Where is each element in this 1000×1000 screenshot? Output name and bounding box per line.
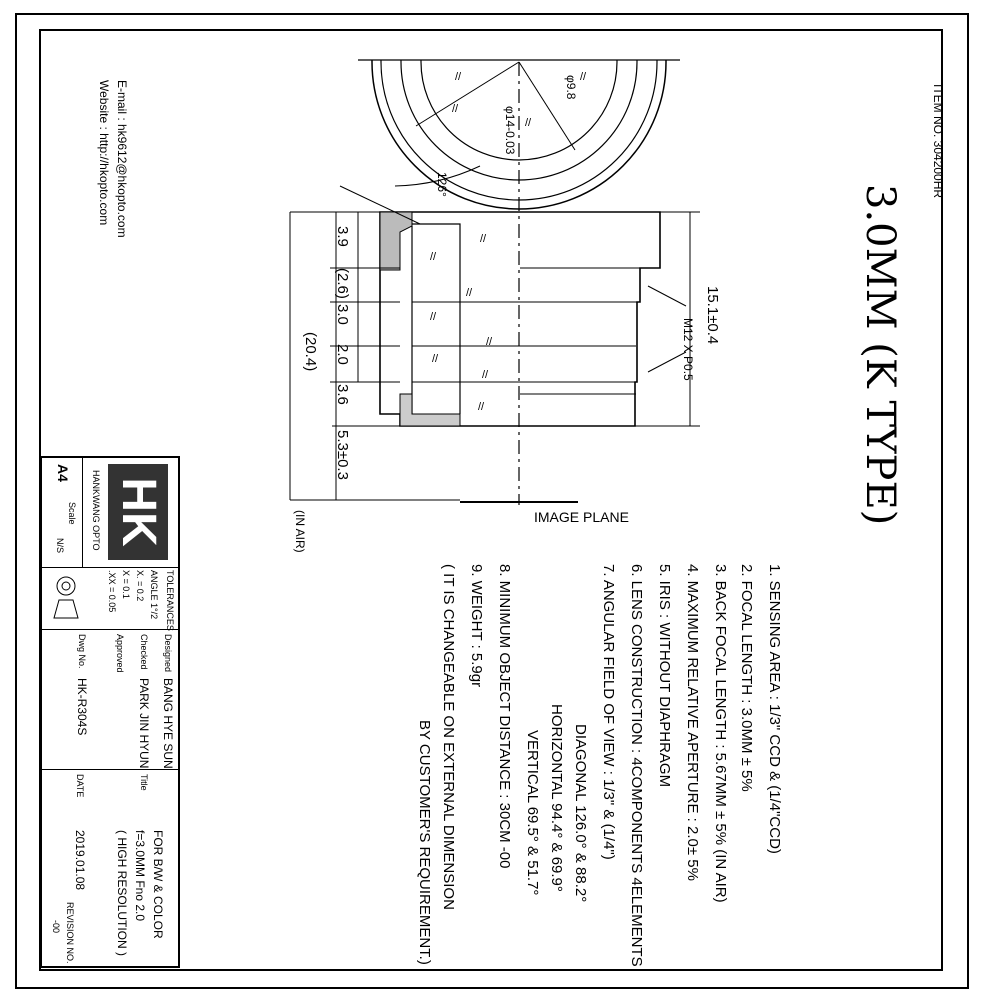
- designed-value: BANG HYE SUN: [161, 678, 175, 769]
- title-label: Title: [139, 774, 149, 791]
- dimension-lines: [289, 165, 700, 501]
- dim-front-dia: φ9.8: [564, 75, 578, 100]
- dim-in-air: (IN AIR): [293, 510, 307, 553]
- checked-value: PARK JIN HYUN: [137, 678, 151, 769]
- dim-outer-dia: φ14-0.03: [503, 106, 517, 155]
- image-plane-label: IMAGE PLANE: [534, 509, 629, 525]
- item-number: ITEM NO. 304200HR: [931, 84, 945, 199]
- company-name: HANKWANG OPTO: [91, 470, 101, 551]
- spec-item: 8. MINIMUM OBJECT DISTANCE : 30CM -00: [496, 564, 513, 869]
- spec-item: 4. MAXIMUM RELATIVE APERTURE : 2.0± 5%: [684, 564, 701, 881]
- designed-label: Designed: [163, 634, 173, 673]
- spec-item: VERTICAL 69.5° & 51.7°: [524, 730, 541, 896]
- dwg-label: Dwg No.: [77, 634, 87, 669]
- dim-overall-length: 15.1±0.4: [704, 286, 721, 345]
- spec-item: 2. FOCAL LENGTH : 3.0MM ± 5%: [738, 564, 755, 792]
- dim-3-6: 3.6: [334, 384, 351, 405]
- dim-total-length: (20.4): [302, 332, 319, 372]
- spec-item: 6. LENS CONSTRUCTION : 4COMPONENTS 4ELEM…: [628, 564, 645, 967]
- svg-text://: //: [482, 369, 489, 381]
- spec-item: BY CUSTOMER'S REQUIREMENT.): [416, 720, 433, 965]
- approved-label: Approved: [115, 634, 125, 673]
- svg-text://: //: [486, 336, 493, 348]
- svg-text://: //: [480, 233, 487, 245]
- description-line-2: f=3.0MM Fno 2.0: [133, 830, 147, 922]
- svg-text://: //: [525, 117, 532, 129]
- dim-5-3: 5.3±0.3: [334, 430, 351, 480]
- svg-text://: //: [432, 353, 439, 365]
- scale-label: Scale: [67, 502, 77, 525]
- tolerance-x: X. = 0.2: [135, 570, 145, 602]
- description-cell: Title FOR B/W & COLOR f=3.0MM Fno 2.0 ( …: [42, 770, 178, 966]
- spec-item: 3. BACK FOCAL LENGTH : 5.67MM ± 5% (IN A…: [712, 564, 729, 903]
- contact-website: Website : http://hkopto.com: [97, 80, 111, 226]
- spec-item: 5. IRIS : WITHOUT DIAPHRAGM: [656, 564, 673, 788]
- tolerance-header: TOLERANCES: [165, 570, 175, 631]
- revision-value: -00: [51, 920, 61, 934]
- checked-label: Checked: [139, 634, 149, 670]
- tolerance-xx: X = 0.1: [121, 570, 131, 599]
- svg-text://: //: [455, 71, 462, 83]
- date-value: 2019.01.08: [73, 830, 87, 891]
- dim-angle: 126°: [435, 172, 449, 197]
- spec-item: 9. WEIGHT : 5.9gr: [468, 564, 485, 688]
- svg-text://: //: [430, 251, 437, 263]
- dim-3-9: 3.9: [334, 226, 351, 247]
- revision-label: REVISION NO.: [65, 902, 75, 964]
- date-label: DATE: [75, 774, 85, 798]
- spec-item: 1. SENSING AREA : 1/3" CCD & (1/4"CCD): [766, 564, 783, 854]
- projection-symbol-icon: [53, 576, 79, 619]
- svg-text://: //: [452, 103, 459, 115]
- svg-text://: //: [478, 401, 485, 413]
- description-line-3: ( HIGH RESOLUTION ): [115, 830, 129, 957]
- drawing-title: 3.0MM (K TYPE): [857, 184, 903, 526]
- dim-2-0: 2.0: [334, 344, 351, 365]
- scale-value: N/S: [55, 538, 65, 554]
- svg-text://: //: [466, 287, 473, 299]
- logo-box: HK HANKWANG OPTO: [82, 458, 178, 568]
- tolerance-angle: ANGLE 1°/2: [149, 570, 159, 620]
- description-line-1: FOR B/W & COLOR: [151, 830, 165, 939]
- dim-3-0: 3.0: [334, 304, 351, 325]
- personnel-cell: Designed BANG HYE SUN Checked PARK JIN H…: [42, 630, 178, 770]
- size-cell: A4 Scale N/S: [42, 458, 82, 568]
- paper-size: A4: [55, 464, 71, 482]
- tolerance-cell: TOLERANCES ANGLE 1°/2 X. = 0.2 X = 0.1 .…: [42, 568, 178, 631]
- outer-border: [15, 13, 969, 989]
- dim-2-6: (2.6): [334, 268, 351, 299]
- tolerance-xxx: .XX = 0.05: [107, 570, 117, 613]
- svg-text://: //: [430, 311, 437, 323]
- spec-item: HORIZONTAL 94.4° & 69.9°: [548, 704, 565, 892]
- company-logo: HK: [108, 464, 168, 560]
- contact-email: E-mail : hk9612@hkopto.com: [115, 80, 129, 238]
- dwg-value: HK-R304S: [75, 678, 89, 736]
- svg-text://: //: [580, 71, 587, 83]
- spec-item: ( IT IS CHANGEABLE ON EXTERNAL DIMENSION: [440, 564, 457, 910]
- spec-item: 7. ANGULAR FIELD OF VIEW : 1/3" & (1/4"): [600, 564, 617, 860]
- dim-thread: M12 X P0.5: [681, 318, 695, 381]
- spec-item: DIAGONAL 126.0° & 88.2°: [572, 724, 589, 903]
- title-block: HK HANKWANG OPTO A4 Scale N/S TOLERANCES…: [40, 456, 180, 968]
- inner-border: [39, 29, 943, 971]
- front-view: // // // //: [358, 59, 680, 210]
